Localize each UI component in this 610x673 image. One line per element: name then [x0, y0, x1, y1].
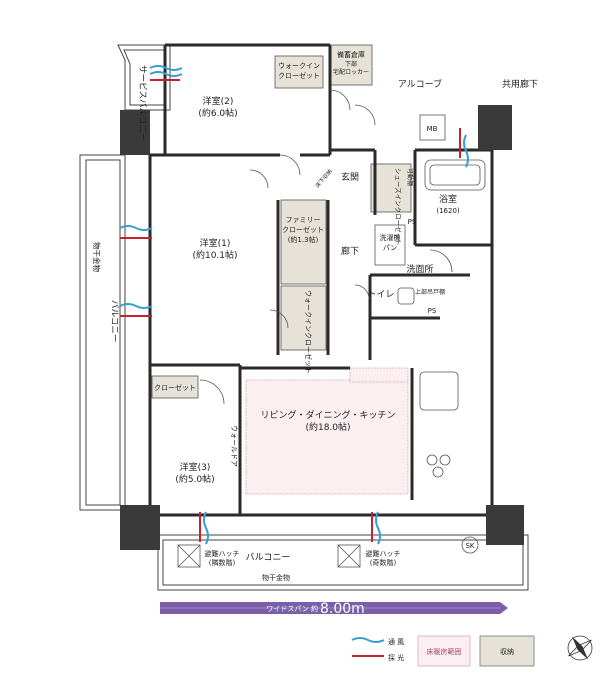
service-balcony-label: サービスバルコニー	[137, 65, 147, 141]
compass-icon	[567, 635, 593, 661]
room-bed3-name: 洋室(3)	[180, 461, 211, 473]
common-corridor: 共用廊下	[502, 78, 538, 90]
wind-icon	[149, 71, 183, 77]
washer-1: 洗濯機	[380, 233, 401, 242]
legend-floor-heating: 床暖房範囲	[427, 647, 462, 656]
upper-shelf: 上部吊戸棚	[415, 288, 445, 296]
family-closet-1: ファミリー	[286, 216, 321, 224]
hatch-right-1: 避難ハッチ	[366, 549, 401, 558]
shoes-closet: シューズインクローゼット	[394, 168, 403, 246]
floor-heating-area	[245, 379, 409, 495]
wind-icon	[203, 511, 209, 545]
family-closet-2: クローゼット	[282, 225, 324, 234]
wind-icon	[351, 637, 385, 643]
south-balcony	[157, 534, 529, 591]
bihin-sub1: 下部	[345, 60, 357, 68]
hatch-left-2: (隣数階)	[209, 558, 236, 567]
wind-icon	[463, 134, 469, 168]
washer-2: パン	[383, 244, 397, 252]
room-bed2-name: 洋室(2)	[203, 95, 234, 107]
wic-mid: ウォークインクローゼット	[304, 290, 313, 374]
yuka-storage: 床下収納	[313, 167, 334, 189]
room-ldk-name: リビング・ダイニング・キッチン	[260, 409, 395, 421]
bihin-title: 備蓄倉庫	[337, 50, 365, 59]
south-laundry-label: 物干金物	[262, 573, 290, 582]
bihin-sub2: 宅配ロッカー	[333, 68, 369, 76]
room-bath-name: 浴室	[439, 193, 457, 205]
wind-icon	[149, 65, 183, 71]
floor-heating-area-kitchen	[349, 367, 409, 383]
ps-label-2: PS	[428, 307, 437, 315]
wind-icon	[119, 225, 153, 231]
hatch-right-2: (奇数階)	[370, 558, 397, 567]
room-bath-size: (1620)	[436, 207, 460, 215]
legend-storage: 収納	[500, 647, 514, 656]
hatch-left-1: 避難ハッチ	[205, 549, 240, 558]
west-balcony-label: バルコニー	[109, 300, 119, 342]
room-washroom: 洗面所	[406, 263, 433, 275]
wind-icon	[375, 511, 381, 545]
columns	[120, 105, 524, 550]
room-bed1-name: 洋室(1)	[200, 237, 231, 249]
west-balcony	[79, 154, 126, 511]
west-laundry-label: 物干金物	[92, 242, 102, 272]
family-closet-3: (約1.3帖)	[288, 235, 319, 244]
room-bed3-size: (約5.0帖)	[175, 473, 214, 485]
wind-icon	[119, 303, 153, 309]
legend: 通 風 採 光 床暖房範囲 収納	[351, 635, 535, 667]
hatches	[177, 536, 479, 568]
legend-daylight: 採 光	[388, 653, 404, 662]
closet-bed3: クローゼット	[154, 383, 196, 392]
fixtures	[374, 114, 486, 478]
room-toilet: トイレ	[367, 290, 394, 300]
span-value: 8.00m	[320, 601, 365, 617]
wic-top-1: ウォークイン	[278, 62, 320, 70]
room-entrance: 玄関	[341, 171, 359, 183]
wic-top-2: クローゼット	[278, 71, 320, 80]
storage-fills	[151, 44, 412, 399]
wall-door-label: ウォールドア	[230, 425, 238, 467]
legend-ventilation: 通 風	[388, 637, 404, 646]
sk-label: SK	[465, 542, 474, 550]
south-balcony-label: バルコニー	[246, 552, 291, 563]
span-prefix: ワイドスパン 約	[266, 604, 318, 613]
room-bed1-size: (約10.1帖)	[192, 249, 237, 261]
room-hall: 廊下	[341, 245, 359, 257]
kadou-shelf: 可動棚	[406, 168, 414, 186]
doors	[199, 89, 453, 405]
mb-label: MB	[427, 125, 438, 133]
room-bed2-size: (約6.0帖)	[198, 107, 237, 119]
room-alcove: アルコーブ	[398, 78, 442, 90]
airflow-markers	[119, 65, 469, 545]
room-ldk-size: (約18.0帖)	[305, 421, 350, 433]
walls	[148, 43, 500, 517]
ps-label-1: PS	[408, 218, 417, 226]
